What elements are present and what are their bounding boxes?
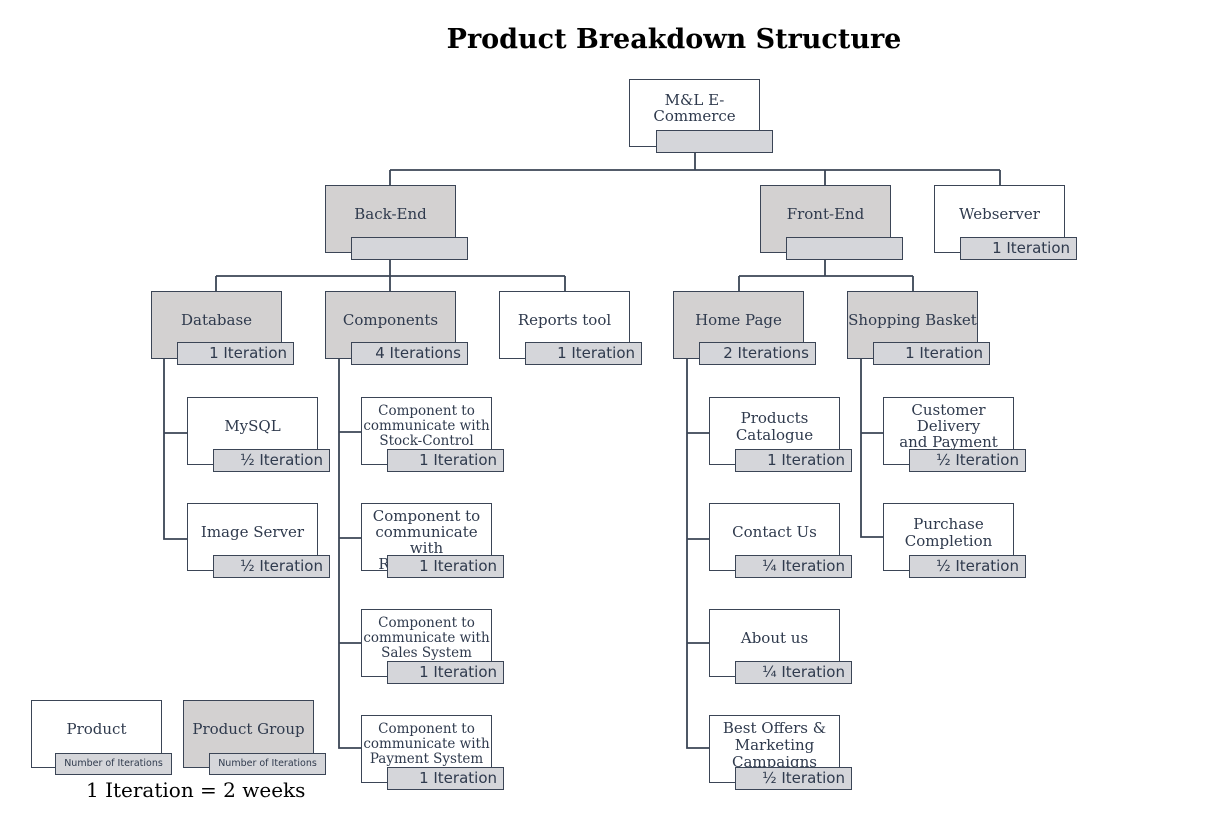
- node-comp-reports: Component to communicate with Reports To…: [361, 503, 492, 572]
- node-shopping-basket-iterations: 1 Iteration: [873, 342, 990, 365]
- node-backend-iterations: [351, 237, 468, 260]
- node-best-offers-label: Best Offers & Marketing Campaigns: [722, 719, 827, 771]
- node-comp-sales-iterations: 1 Iteration: [387, 661, 504, 684]
- node-root-iterations: [656, 130, 773, 153]
- legend-product-iterations: Number of Iterations: [55, 753, 172, 775]
- node-frontend-iterations: [786, 237, 903, 260]
- legend-product-group-label: Product Group: [192, 720, 305, 738]
- node-comp-reports-iterations: 1 Iteration: [387, 555, 504, 578]
- node-products-catalogue-label: Products Catalogue: [735, 409, 814, 444]
- node-database-label: Database: [180, 311, 253, 329]
- node-reports-tool-label: Reports tool: [517, 311, 612, 329]
- node-mysql-iterations: ½ Iteration: [213, 449, 330, 472]
- node-customer-delivery-label: Customer Delivery and Payment Details: [899, 401, 998, 466]
- node-customer-delivery-iterations: ½ Iteration: [909, 449, 1026, 472]
- node-comp-payment-iterations: 1 Iteration: [387, 767, 504, 790]
- node-purchase-completion-iterations: ½ Iteration: [909, 555, 1026, 578]
- node-webserver-iterations: 1 Iteration: [960, 237, 1077, 260]
- node-comp-stock-iterations: 1 Iteration: [387, 449, 504, 472]
- legend-product-label: Product: [66, 720, 127, 738]
- node-shopping-basket-label: Shopping Basket: [848, 311, 977, 329]
- node-comp-sales-label: Component to communicate with Sales Syst…: [363, 615, 490, 661]
- node-mysql-label: MySQL: [224, 417, 281, 435]
- node-purchase-completion-label: Purchase Completion: [904, 515, 993, 550]
- page-title: Product Breakdown Structure: [446, 24, 902, 55]
- node-about-us-label: About us: [740, 629, 809, 647]
- node-contact-us-label: Contact Us: [732, 523, 817, 541]
- connector-frontend: [738, 260, 914, 291]
- node-backend-label: Back-End: [354, 205, 427, 223]
- node-home-page-label: Home Page: [695, 311, 782, 329]
- node-reports-tool-iterations: 1 Iteration: [525, 342, 642, 365]
- node-database-iterations: 1 Iteration: [177, 342, 294, 365]
- node-contact-us-iterations: ¼ Iteration: [735, 555, 852, 578]
- connector-homepage: [686, 357, 709, 749]
- connector-root: [389, 153, 1001, 185]
- node-image-server-label: Image Server: [200, 523, 305, 541]
- node-components-label: Components: [342, 311, 439, 329]
- connector-basket: [860, 357, 883, 538]
- node-image-server-iterations: ½ Iteration: [213, 555, 330, 578]
- connector-components: [338, 357, 361, 749]
- node-home-page-iterations: 2 Iterations: [699, 342, 816, 365]
- legend-product-group-iterations: Number of Iterations: [209, 753, 326, 775]
- node-products-catalogue-iterations: 1 Iteration: [735, 449, 852, 472]
- legend-note: 1 Iteration = 2 weeks: [86, 778, 306, 802]
- node-comp-stock-label: Component to communicate with Stock-Cont…: [363, 403, 490, 449]
- node-about-us-iterations: ¼ Iteration: [735, 661, 852, 684]
- connector-backend: [215, 260, 566, 291]
- node-best-offers-iterations: ½ Iteration: [735, 767, 852, 790]
- node-frontend-label: Front-End: [786, 205, 865, 223]
- node-comp-payment-label: Component to communicate with Payment Sy…: [363, 721, 490, 767]
- connector-database: [163, 357, 187, 540]
- node-components-iterations: 4 Iterations: [351, 342, 468, 365]
- node-root-label: M&L E- Commerce: [653, 91, 736, 125]
- node-webserver-label: Webserver: [959, 205, 1040, 223]
